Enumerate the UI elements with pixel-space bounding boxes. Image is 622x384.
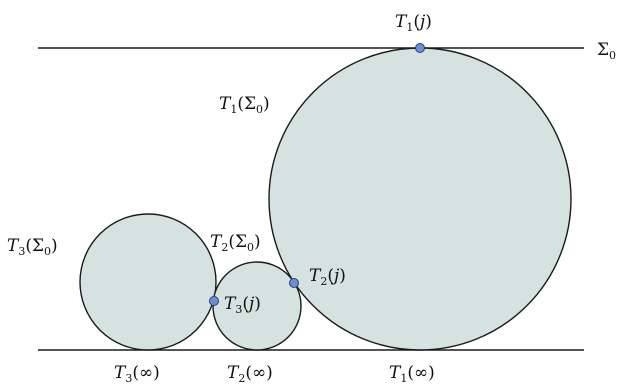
label-t2-inf-close: ) [266, 363, 273, 383]
label-t2-inf-open: ( [245, 363, 252, 383]
label-t1-sigma0-idx: 1 [230, 103, 237, 116]
label-t2-sigma0-open: ( [228, 232, 235, 252]
label-t3-sigma0-open: ( [25, 236, 32, 256]
label-t2-sigma0-arg: Σ [235, 232, 247, 252]
label-t2-j-close: ) [339, 266, 346, 286]
label-t1-sigma0-close: ) [263, 94, 270, 114]
label-t1-inf: T1(∞) [389, 363, 435, 384]
label-t3-inf: T3(∞) [114, 363, 160, 384]
label-t3-j-T: T [224, 294, 237, 314]
label-t3-inf-open: ( [132, 363, 139, 383]
label-t1-j-close: ) [425, 12, 432, 32]
label-t3-sigma0-close: ) [51, 236, 58, 256]
label-t2-j-arg: j [330, 266, 340, 286]
circle-t2 [212, 261, 302, 351]
label-sigma0-base: Σ [597, 40, 609, 60]
label-t3-j-close: ) [254, 294, 261, 314]
label-t2-inf-idx: 2 [238, 372, 245, 384]
label-t1-inf-idx: 1 [400, 372, 407, 384]
label-t1-sigma0-argsub: 0 [256, 103, 263, 116]
label-t1-inf-open: ( [407, 363, 414, 383]
label-t3-inf-idx: 3 [125, 372, 132, 384]
label-t3-sigma0-idx: 3 [18, 245, 25, 258]
label-t3-inf-close: ) [153, 363, 160, 383]
label-t3-j-open: ( [242, 294, 249, 314]
label-sigma0: Σ0 [597, 40, 616, 62]
label-t1-inf-arg: ∞ [414, 363, 428, 383]
label-t2-j-idx: 2 [320, 275, 327, 288]
label-t3-sigma0-T: T [7, 236, 20, 256]
circle-t3 [79, 213, 217, 351]
label-t3-j: T3(j) [224, 294, 261, 316]
label-t2-sigma0-T: T [210, 232, 223, 252]
point-t2-j [289, 278, 299, 288]
label-t1-sigma0-open: ( [237, 94, 244, 114]
label-t3-sigma0: T3(Σ0) [7, 236, 58, 258]
label-t2-sigma0: T2(Σ0) [210, 232, 261, 254]
point-t1-j [415, 43, 425, 53]
label-t2-inf-arg: ∞ [252, 363, 266, 383]
label-t2-j-open: ( [327, 266, 334, 286]
label-t1-j-T: T [395, 12, 408, 32]
label-t3-sigma0-arg: Σ [32, 236, 44, 256]
label-t1-j: T1(j) [395, 12, 432, 34]
label-t3-inf-T: T [114, 363, 127, 383]
label-t2-inf: T2(∞) [227, 363, 273, 384]
label-t1-inf-close: ) [428, 363, 435, 383]
label-t2-sigma0-idx: 2 [221, 241, 228, 254]
label-t2-j-T: T [309, 266, 322, 286]
label-t2-sigma0-argsub: 0 [247, 241, 254, 254]
label-t1-sigma0: T1(Σ0) [219, 94, 270, 116]
point-t3-j [209, 296, 219, 306]
label-sigma0-sub: 0 [609, 49, 616, 62]
label-t1-j-open: ( [413, 12, 420, 32]
label-t1-sigma0-T: T [219, 94, 232, 114]
label-t2-inf-T: T [227, 363, 240, 383]
label-t2-sigma0-close: ) [254, 232, 261, 252]
label-t3-inf-arg: ∞ [139, 363, 153, 383]
label-t3-sigma0-argsub: 0 [44, 245, 51, 258]
label-t1-j-idx: 1 [406, 21, 413, 34]
label-t1-inf-T: T [389, 363, 402, 383]
label-t3-j-arg: j [245, 294, 255, 314]
label-t3-j-idx: 3 [235, 303, 242, 316]
label-t1-sigma0-arg: Σ [244, 94, 256, 114]
circle-t1 [268, 47, 572, 351]
label-t2-j: T2(j) [309, 266, 346, 288]
label-t1-j-arg: j [416, 12, 426, 32]
